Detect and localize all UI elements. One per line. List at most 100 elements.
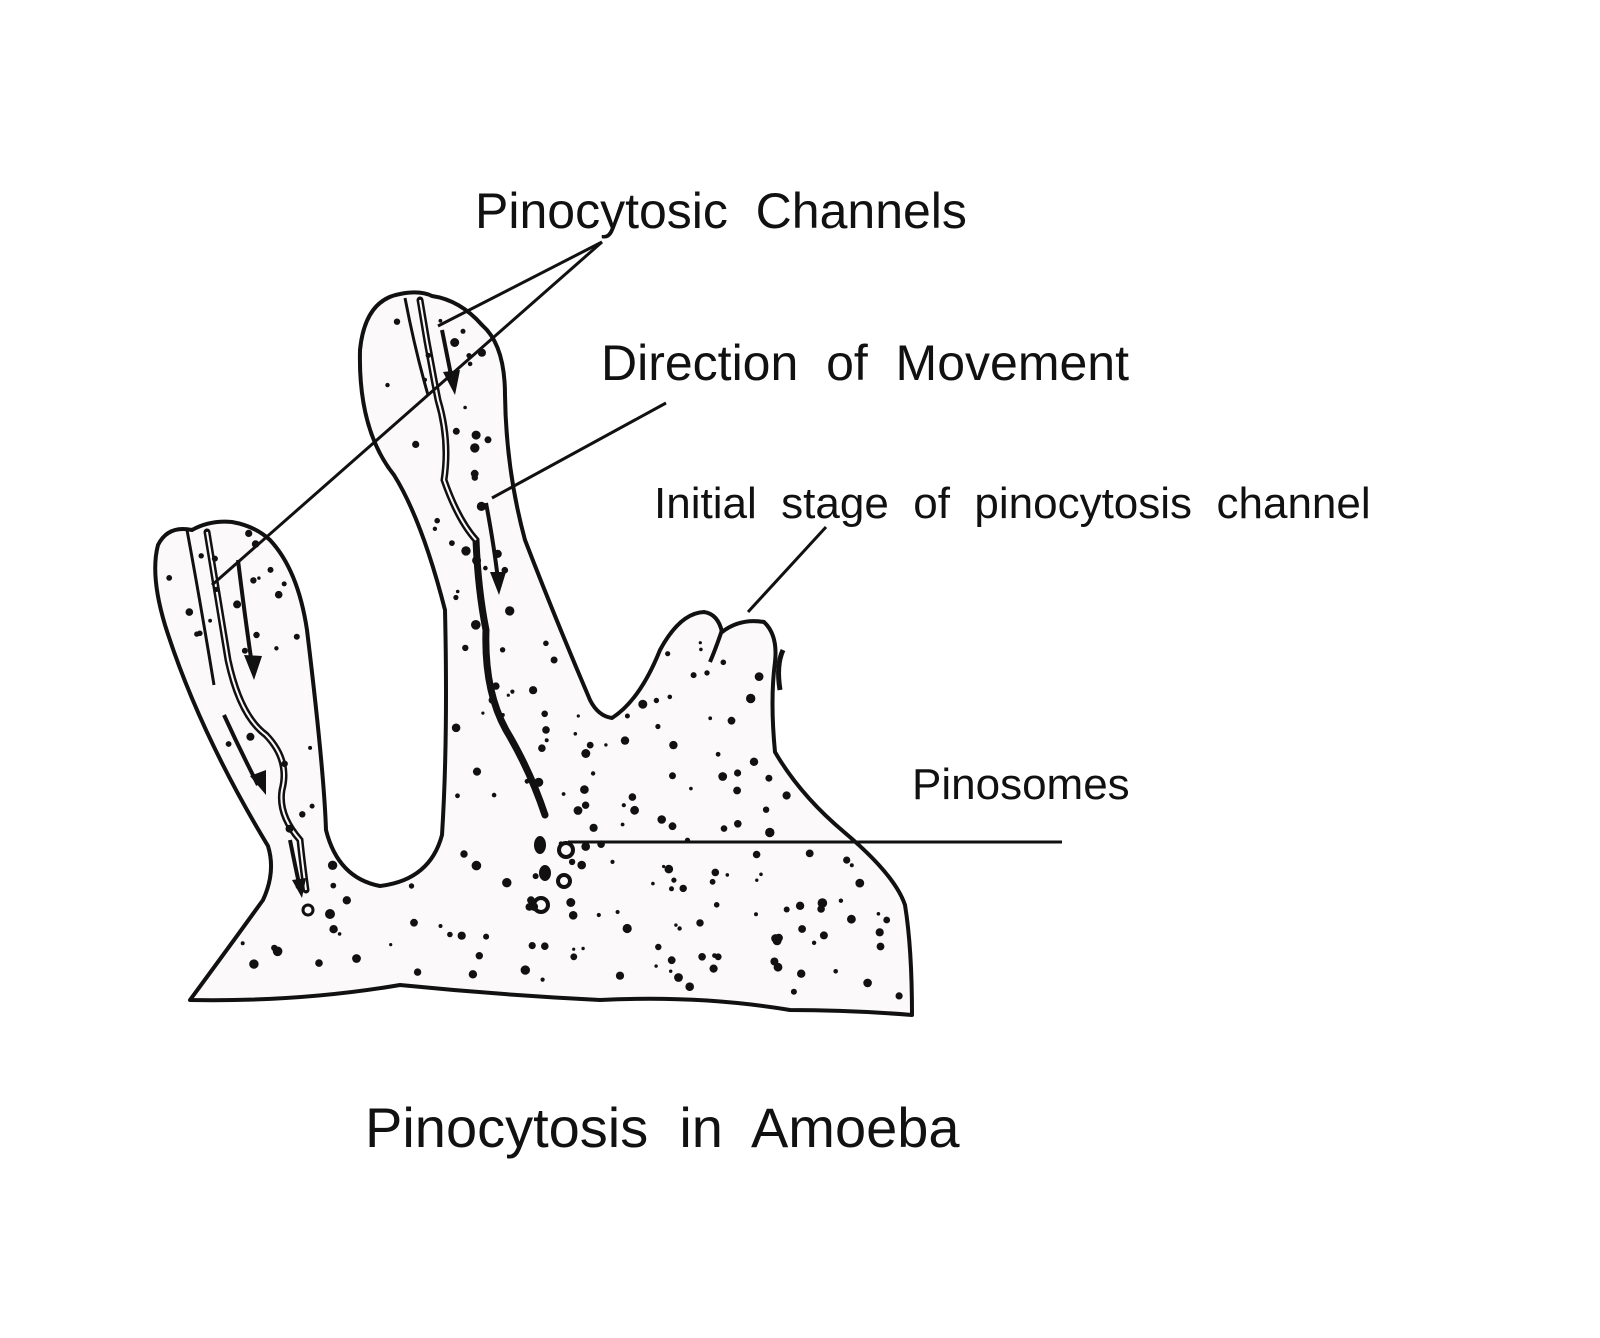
cytoplasm-granule — [470, 443, 480, 453]
cytoplasm-granule — [589, 823, 598, 832]
cytoplasm-granule — [422, 377, 428, 382]
cytoplasm-granule — [455, 793, 460, 799]
cytoplasm-granule — [715, 751, 721, 757]
cytoplasm-granule — [855, 878, 865, 888]
channel-slit-middle — [403, 297, 430, 396]
channel-slit-initial — [708, 629, 724, 663]
leader-initial-stage — [746, 525, 828, 614]
pinosome — [539, 865, 551, 881]
cytoplasm-granule — [671, 877, 677, 883]
cytoplasm-granule — [883, 916, 891, 924]
cytoplasm-granule — [610, 859, 615, 865]
cytoplasm-granule — [285, 824, 294, 833]
cytoplasm-granule — [491, 792, 497, 798]
pinosome — [325, 909, 335, 919]
cytoplasm-granule — [568, 911, 578, 920]
cytoplasm-granule — [502, 878, 512, 888]
cytoplasm-granule — [471, 620, 481, 630]
cytoplasm-granule — [472, 555, 482, 565]
cytoplasm-granule — [528, 942, 536, 950]
cytoplasm-granule — [425, 352, 431, 359]
cytoplasm-granule — [752, 850, 761, 859]
cytoplasm-granule — [754, 672, 764, 681]
cytoplasm-granule — [568, 858, 576, 866]
cytoplasm-granule — [604, 743, 608, 747]
cytoplasm-granule — [481, 711, 485, 715]
cytoplasm-granule — [628, 793, 637, 801]
cytoplasm-granule — [669, 740, 678, 750]
cytoplasm-granule — [412, 440, 420, 448]
cytoplasm-granule — [674, 973, 683, 982]
cytoplasm-granule — [309, 803, 315, 809]
cytoplasm-granule — [833, 969, 838, 974]
cytoplasm-granule — [462, 644, 469, 652]
direction-arrowhead-2 — [250, 770, 266, 795]
cytoplasm-granule — [711, 868, 720, 877]
cytoplasm-granule — [581, 946, 585, 951]
cytoplasm-granule — [657, 815, 666, 824]
cytoplasm-granule — [510, 689, 515, 694]
cytoplasm-granule — [570, 953, 578, 961]
cytoplasm-granule — [615, 910, 620, 914]
cytoplasm-granule — [581, 749, 591, 758]
cytoplasm-granule — [566, 898, 576, 907]
amoeba-cell-body — [153, 290, 914, 1017]
direction-arrowhead-1 — [244, 655, 262, 680]
cytoplasm-granule — [875, 928, 884, 937]
cytoplasm-granule — [451, 723, 461, 733]
cytoplasm-granule — [765, 827, 775, 838]
cytoplasm-granule — [543, 640, 549, 647]
cytoplasm-granule — [471, 430, 481, 440]
cytoplasm-granule — [720, 825, 728, 832]
cytoplasm-granule — [817, 905, 825, 913]
cytoplasm-granule — [185, 608, 194, 616]
label-initial-stage: Initial stage of pinocytosis channel — [654, 479, 1371, 528]
cytoplasm-granule — [759, 872, 763, 877]
cytoplasm-granule — [733, 786, 741, 795]
cytoplasm-granule — [257, 576, 261, 580]
cytoplasm-granule — [576, 714, 580, 718]
cytoplasm-granule — [597, 840, 605, 848]
cytoplasm-granule — [773, 962, 783, 972]
cytoplasm-granule — [447, 931, 453, 938]
cytoplasm-granule — [550, 656, 558, 664]
cytoplasm-granule — [713, 902, 720, 908]
cytoplasm-granule — [580, 785, 589, 794]
cytoplasm-granule — [622, 923, 632, 934]
cytoplasm-granule — [624, 713, 630, 719]
cytoplasm-granule — [525, 903, 534, 911]
cytoplasm-granule — [709, 964, 718, 973]
cytoplasm-granule — [327, 860, 338, 870]
cytoplasm-granule — [677, 926, 682, 931]
cytoplasm-granule — [720, 659, 727, 666]
cytoplasm-granule — [709, 878, 716, 885]
cytoplasm-granule — [194, 631, 200, 637]
cytoplasm-granule — [475, 952, 483, 960]
cytoplasm-granule — [329, 925, 338, 934]
cytoplasm-granule — [241, 647, 248, 654]
cytoplasm-granule — [669, 886, 674, 892]
cytoplasm-granule — [573, 732, 578, 736]
cytoplasm-granule — [655, 943, 662, 951]
cytoplasm-granule — [684, 837, 691, 843]
cytoplasm-granule — [330, 882, 337, 889]
cytoplasm-granule — [620, 822, 625, 827]
cytoplasm-granule — [558, 841, 564, 846]
cytoplasm-granule — [685, 982, 694, 991]
cytoplasm-granule — [352, 954, 361, 963]
cytoplasm-granule — [461, 546, 471, 556]
cytoplasm-granule — [727, 716, 736, 725]
cytoplasm-granule — [654, 964, 658, 968]
cytoplasm-granule — [544, 738, 549, 743]
cytoplasm-granule — [699, 647, 703, 652]
cytoplasm-granule — [664, 864, 674, 874]
cytoplasm-granule — [225, 741, 232, 747]
cytoplasm-granule — [704, 670, 710, 676]
cytoplasm-granule — [520, 965, 530, 975]
cytoplasm-granule — [541, 710, 548, 718]
leader-direction — [491, 401, 667, 500]
leader-channels-a — [437, 240, 603, 328]
cytoplasm-granule — [467, 361, 473, 367]
